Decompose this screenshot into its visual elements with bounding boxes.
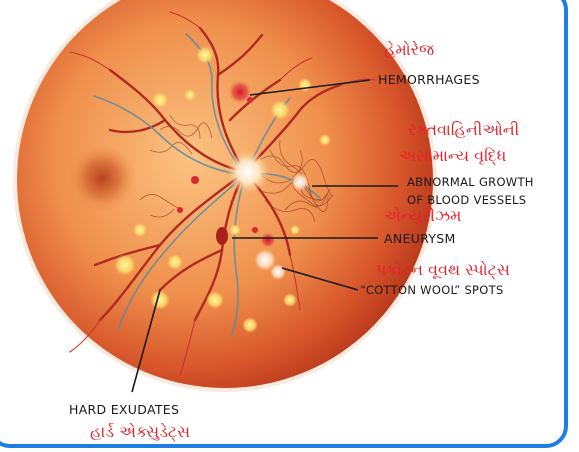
abnormal-growth-en-line2: OF BLOOD VESSELS xyxy=(407,195,526,207)
aneurysm-en-label: ANEURYSM xyxy=(384,233,456,246)
hard-exudates-gu-label: હાર્ડ એક્સુડેટ્સ xyxy=(90,424,190,440)
optic-disc xyxy=(226,150,270,194)
hemorrhages-en-label: HEMORRHAGES xyxy=(378,74,480,87)
macula xyxy=(68,144,136,212)
cotton-wool-en-label: “COTTON WOOL” SPOTS xyxy=(360,285,504,297)
abnormal-growth-gu-line1: રક્તવાહિનીઓની xyxy=(408,122,519,138)
abnormal-growth-en-line1: ABNORMAL GROWTH xyxy=(407,177,534,189)
hard-exudates-en-label: HARD EXUDATES xyxy=(69,404,179,417)
abnormal-growth-gu-line2: અસામાન્ય વૃદ્ધિ xyxy=(399,148,506,164)
aneurysm-marker xyxy=(216,227,228,245)
hemorrhages-gu-label: હેમોરેજ xyxy=(384,42,434,58)
cotton-wool-gu-label: પકોટન વૂવથ સ્પોટ્સ xyxy=(376,262,510,278)
aneurysm-gu-label: એન્યુરીઝમ xyxy=(384,208,461,224)
